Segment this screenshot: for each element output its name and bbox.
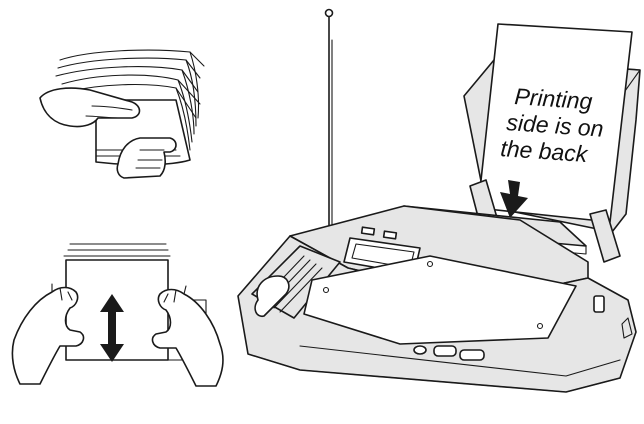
insert-down-arrow-icon [500, 180, 528, 218]
printing-side-note-line1: Printing [514, 83, 594, 114]
double-arrow-icon [100, 294, 124, 362]
paper-fanning-hands-icon [39, 49, 205, 179]
paper-straightening-hands-icon [11, 243, 224, 387]
fax-machine-icon [237, 8, 641, 393]
printing-side-note-line3: the back [500, 135, 590, 167]
